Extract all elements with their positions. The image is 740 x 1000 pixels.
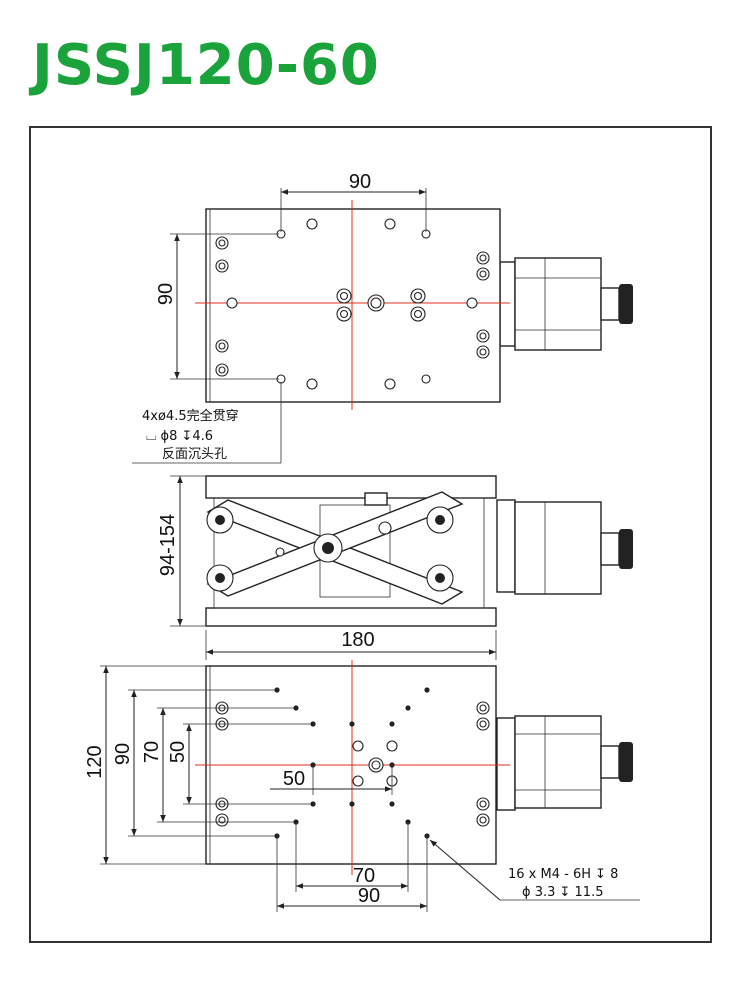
bottom-dim-70: 70: [141, 741, 163, 763]
bottom-dim-50h: 50: [283, 768, 305, 790]
page-title: JSSJ120-60: [32, 33, 380, 98]
bottom-dim-90h: 90: [358, 885, 380, 907]
top-motor: [499, 257, 633, 351]
bottom-note-line2: ϕ 3.3 ↧ 11.5: [522, 885, 604, 900]
top-view: 90 90 4xø4.5完全贯穿 ⌴ ϕ8 ↧4.6 反面沉头孔: [132, 171, 633, 464]
top-note-line3: 反面沉头孔: [162, 447, 227, 462]
side-view: 94-154 180: [157, 475, 633, 660]
bottom-view: 120 90 70 50 50 70 90 16 x M4 - 6H ↧ 8 ϕ…: [84, 660, 640, 912]
scissor-arms: [206, 491, 464, 605]
side-dim-width: 180: [341, 629, 374, 651]
drawing-frame: [29, 126, 712, 943]
side-motor: [496, 499, 633, 595]
bottom-dim-90: 90: [112, 743, 134, 765]
top-holes: [215, 218, 490, 390]
top-dim-height: 90: [155, 283, 177, 305]
bottom-dim-120: 120: [84, 745, 106, 778]
bottom-dim-50: 50: [167, 741, 189, 763]
top-note-line2: ⌴ ϕ8 ↧4.6: [146, 429, 213, 444]
side-top-plate: [205, 475, 497, 499]
side-dim-height: 94-154: [157, 514, 179, 576]
top-dim-width: 90: [349, 171, 371, 193]
bottom-note-line1: 16 x M4 - 6H ↧ 8: [508, 867, 618, 882]
bottom-dim-70h: 70: [353, 865, 375, 887]
top-plate: [205, 208, 501, 403]
bottom-motor: [496, 715, 633, 811]
top-note-line1: 4xø4.5完全贯穿: [142, 408, 239, 424]
side-base-plate: [205, 607, 497, 627]
